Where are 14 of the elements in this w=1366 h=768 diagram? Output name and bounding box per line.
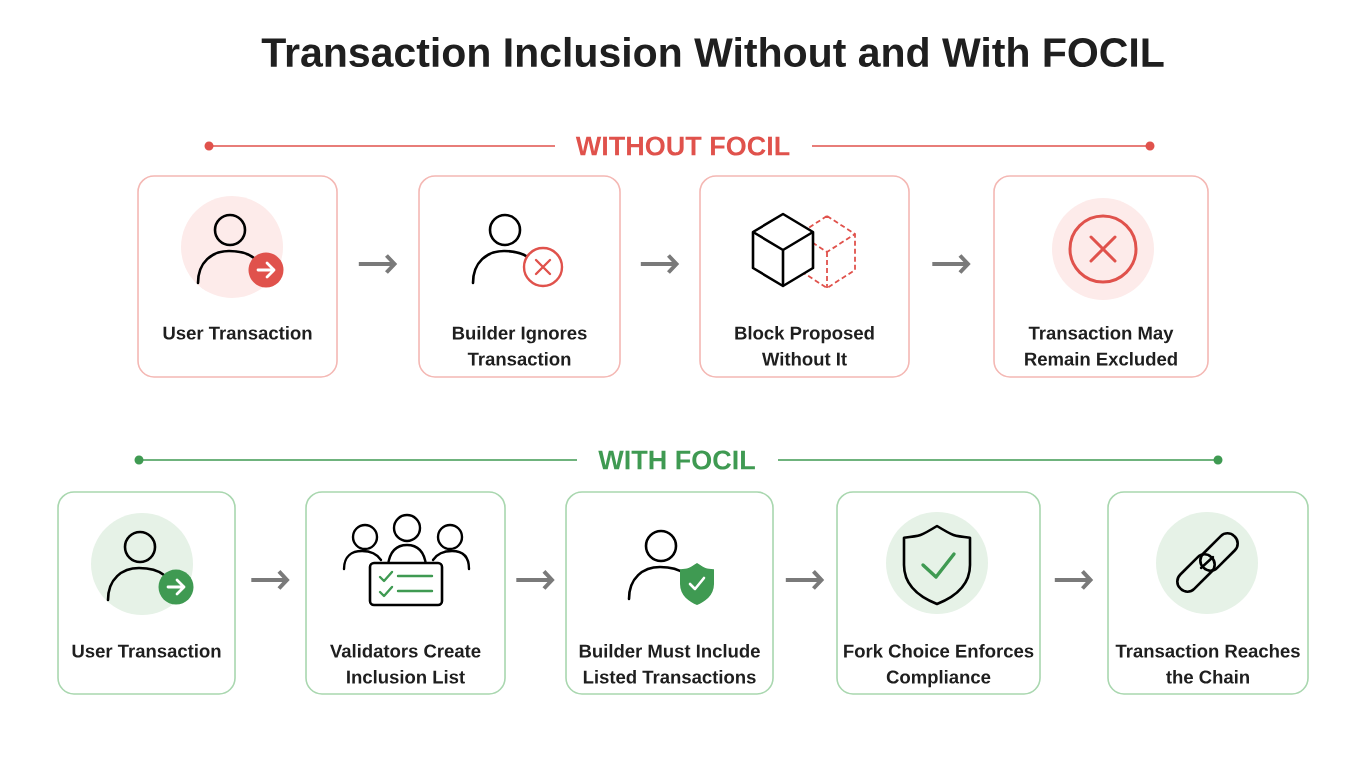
arrow bbox=[932, 254, 971, 274]
process-box: Builder Ignores Transaction bbox=[418, 175, 621, 378]
arrow bbox=[251, 570, 290, 590]
arrow bbox=[785, 570, 825, 590]
section-heading: WITH FOCIL bbox=[598, 450, 755, 470]
arrow bbox=[358, 254, 398, 274]
title: Transaction Inclusion Without and With FOCIL bbox=[261, 36, 1164, 68]
process-box: Builder Must Include Listed Transactions bbox=[565, 491, 774, 695]
arrow bbox=[516, 570, 555, 590]
arrow bbox=[1054, 570, 1094, 590]
section-heading: WITHOUT FOCIL bbox=[575, 136, 790, 156]
arrow bbox=[640, 254, 680, 274]
process-box: Validators Create Inclusion List bbox=[305, 491, 506, 695]
process-box: Block Proposed Without It bbox=[699, 175, 910, 378]
